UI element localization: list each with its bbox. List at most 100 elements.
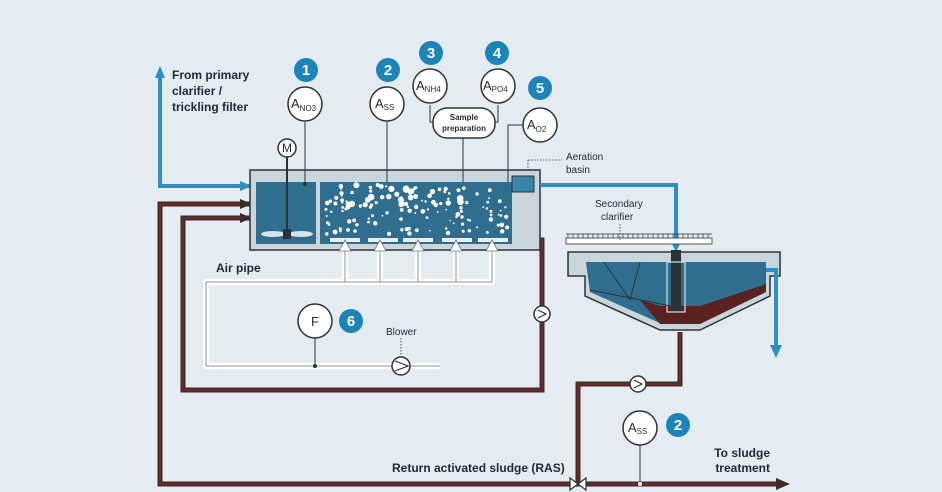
bubble xyxy=(388,185,395,192)
clarifier-center-well xyxy=(666,261,686,313)
bubble xyxy=(461,222,465,226)
bubble xyxy=(407,231,412,236)
bubble xyxy=(367,193,375,201)
bubble xyxy=(369,189,373,193)
bubble xyxy=(414,205,419,209)
instrument-o2 xyxy=(522,107,558,143)
bubble xyxy=(445,230,451,236)
bubble xyxy=(487,188,492,193)
bubble xyxy=(346,228,350,232)
bubble xyxy=(344,207,348,211)
air-pipe-outline xyxy=(205,246,493,367)
bubble xyxy=(461,229,465,233)
bubble xyxy=(345,200,348,203)
bubble xyxy=(489,213,493,217)
bubble xyxy=(449,219,451,222)
basin-outlet-pipe xyxy=(540,183,678,240)
bubble xyxy=(421,199,423,202)
bubble xyxy=(437,187,442,192)
blower-label: Blower xyxy=(386,327,417,338)
bubble xyxy=(385,211,389,215)
bubble xyxy=(499,222,505,228)
aeration-basin-label-1: Aeration xyxy=(566,152,603,163)
svg-text:5: 5 xyxy=(536,80,544,97)
split-valve xyxy=(569,476,587,492)
bubble xyxy=(436,203,439,206)
bubble xyxy=(482,206,485,209)
bubble xyxy=(348,200,355,208)
bubble xyxy=(407,208,412,213)
bubble xyxy=(496,223,500,227)
blower-icon-mark xyxy=(394,360,410,372)
air-arrows xyxy=(338,239,499,252)
bubble xyxy=(447,192,451,195)
bubble xyxy=(488,217,494,222)
bubble xyxy=(439,201,443,206)
bubble xyxy=(465,200,469,205)
bubble xyxy=(505,216,508,219)
instrument-po4 xyxy=(480,68,516,104)
from-primary-label-2: clarifier / xyxy=(172,84,223,98)
bubble xyxy=(476,226,479,229)
badge-3: 3 xyxy=(419,41,443,65)
bubble xyxy=(497,199,502,204)
instrument-nh4-label: ANH4 xyxy=(416,78,441,94)
bubble xyxy=(420,209,426,214)
ras-inlet-arrow-1 xyxy=(240,199,252,209)
instrument-nh4 xyxy=(412,68,448,104)
bubble xyxy=(425,216,429,220)
bubble xyxy=(394,191,400,197)
secondary-clarifier-label-1: Secondary xyxy=(595,199,643,210)
bubble xyxy=(457,200,459,202)
bubble xyxy=(408,227,411,230)
instrument-no3-label: ANO3 xyxy=(291,96,317,113)
outlet-weir xyxy=(511,175,535,193)
influent-pipe xyxy=(158,70,250,188)
bubble xyxy=(414,212,417,214)
bubble xyxy=(399,208,404,212)
instrument-o2-label: AO2 xyxy=(527,117,547,134)
bubble xyxy=(339,230,342,233)
secondary-clarifier-label-2: clarifier xyxy=(601,212,634,223)
bubble xyxy=(334,195,339,200)
bubble xyxy=(338,183,344,189)
influent-arrow xyxy=(155,66,165,78)
mixer-motor-label: M xyxy=(282,141,292,155)
underflow-pump xyxy=(629,375,647,393)
bubble xyxy=(466,218,470,221)
ras-label: Return activated sludge (RAS) xyxy=(392,461,565,475)
bubble xyxy=(499,209,502,212)
aeration-basin-label-2: basin xyxy=(566,165,590,176)
underflow-pump-mark xyxy=(633,379,644,389)
bubble xyxy=(371,214,374,218)
bubble xyxy=(341,201,344,204)
bubble xyxy=(385,185,388,188)
no3-probe-tip xyxy=(303,182,307,186)
ras-pump-inner xyxy=(533,305,551,323)
ras-pump-inner-mark xyxy=(537,309,548,319)
bubble xyxy=(324,207,328,211)
bubble xyxy=(455,212,461,217)
clarifier-bridge xyxy=(565,233,713,245)
badge-2-waste: 2 xyxy=(666,413,690,437)
bubble xyxy=(381,214,384,217)
bubble xyxy=(407,194,414,201)
bubble xyxy=(367,220,370,224)
badge-4: 4 xyxy=(485,41,509,65)
bubble xyxy=(368,185,373,190)
bubble xyxy=(387,231,392,236)
bubble xyxy=(340,194,343,197)
bubble xyxy=(426,208,430,211)
bubble xyxy=(398,201,405,208)
bubble xyxy=(403,201,409,207)
bubble xyxy=(488,197,490,200)
aeration-bubbles xyxy=(324,182,510,236)
instrument-po4-label: APO4 xyxy=(483,78,508,94)
bubble xyxy=(460,215,464,219)
bubble xyxy=(408,190,413,195)
air-pipe-label: Air pipe xyxy=(216,261,261,275)
bubble xyxy=(362,202,368,208)
bubble xyxy=(459,209,463,213)
underflow-pipe xyxy=(575,332,683,484)
